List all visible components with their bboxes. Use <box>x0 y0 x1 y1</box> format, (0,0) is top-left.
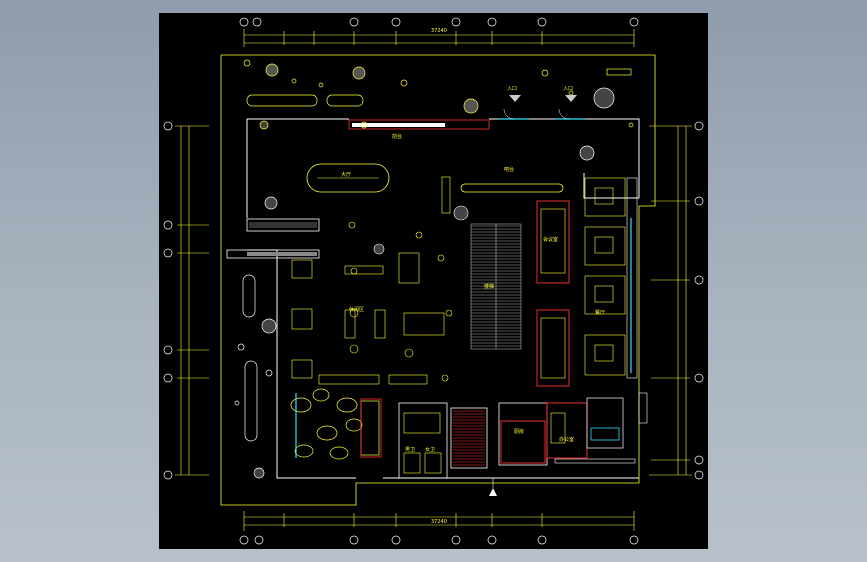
fire-stair <box>453 410 485 466</box>
cad-viewport[interactable]: 37240 37240 <box>159 13 708 549</box>
entrance-label-1: 入口 <box>507 86 517 92</box>
dining-tables <box>584 177 626 376</box>
left-wall-segment <box>246 218 320 232</box>
central-bench <box>460 183 564 193</box>
left-axis-bubbles <box>163 121 173 480</box>
bottom-total-dimension: 37240 <box>431 519 447 525</box>
floor-plan: 37240 37240 <box>163 17 704 545</box>
reception-counter <box>352 123 445 127</box>
left-dimensions <box>175 125 209 476</box>
lobby-oval-sofa <box>306 163 390 193</box>
left-entry-bar <box>226 249 320 259</box>
lounge-petals <box>290 388 380 460</box>
wc-male-label: 男卫 <box>405 447 415 453</box>
dining-label: 餐厅 <box>595 309 605 316</box>
meeting-booths <box>536 200 570 387</box>
bottom-dimensions <box>243 511 635 531</box>
top-dimensions <box>243 29 635 47</box>
reception-label: 前台 <box>392 133 402 140</box>
kitchen-label: 厨房 <box>514 428 524 435</box>
lobby-label: 大厅 <box>341 171 351 178</box>
bottom-axis-bubbles <box>239 535 639 545</box>
stair-label: 楼梯 <box>484 283 494 290</box>
entrance-label-2: 入口 <box>563 86 573 92</box>
right-axis-bubbles <box>694 121 704 480</box>
left-wall-fill <box>249 222 317 228</box>
lounge-label: 休闲区 <box>349 306 364 313</box>
north-courtyard <box>243 59 634 210</box>
right-dimensions <box>649 125 692 476</box>
stair-treads <box>471 225 521 347</box>
east-facade <box>626 177 648 424</box>
top-axis-bubbles <box>239 17 639 27</box>
top-total-dimension: 37240 <box>431 28 447 34</box>
lounge-seating <box>291 205 469 385</box>
entrance-markers <box>499 95 585 120</box>
office-label: 办公室 <box>559 436 574 443</box>
bar-label: 吧台 <box>504 166 514 173</box>
lower-right-rooms <box>498 397 636 466</box>
left-lounge <box>234 274 277 479</box>
bar-counter-vertical <box>441 176 451 214</box>
reception-counter-back <box>348 119 490 130</box>
north-arrow <box>489 478 497 496</box>
wc-female-label: 女卫 <box>425 446 435 453</box>
left-entry-bar-fill <box>247 252 317 256</box>
lounge-bar-outline <box>360 398 382 458</box>
meeting-label: 会议室 <box>543 236 558 243</box>
building-walls <box>246 118 640 479</box>
service-core <box>398 402 488 479</box>
main-stair <box>470 223 522 350</box>
site-boundary <box>220 54 656 506</box>
